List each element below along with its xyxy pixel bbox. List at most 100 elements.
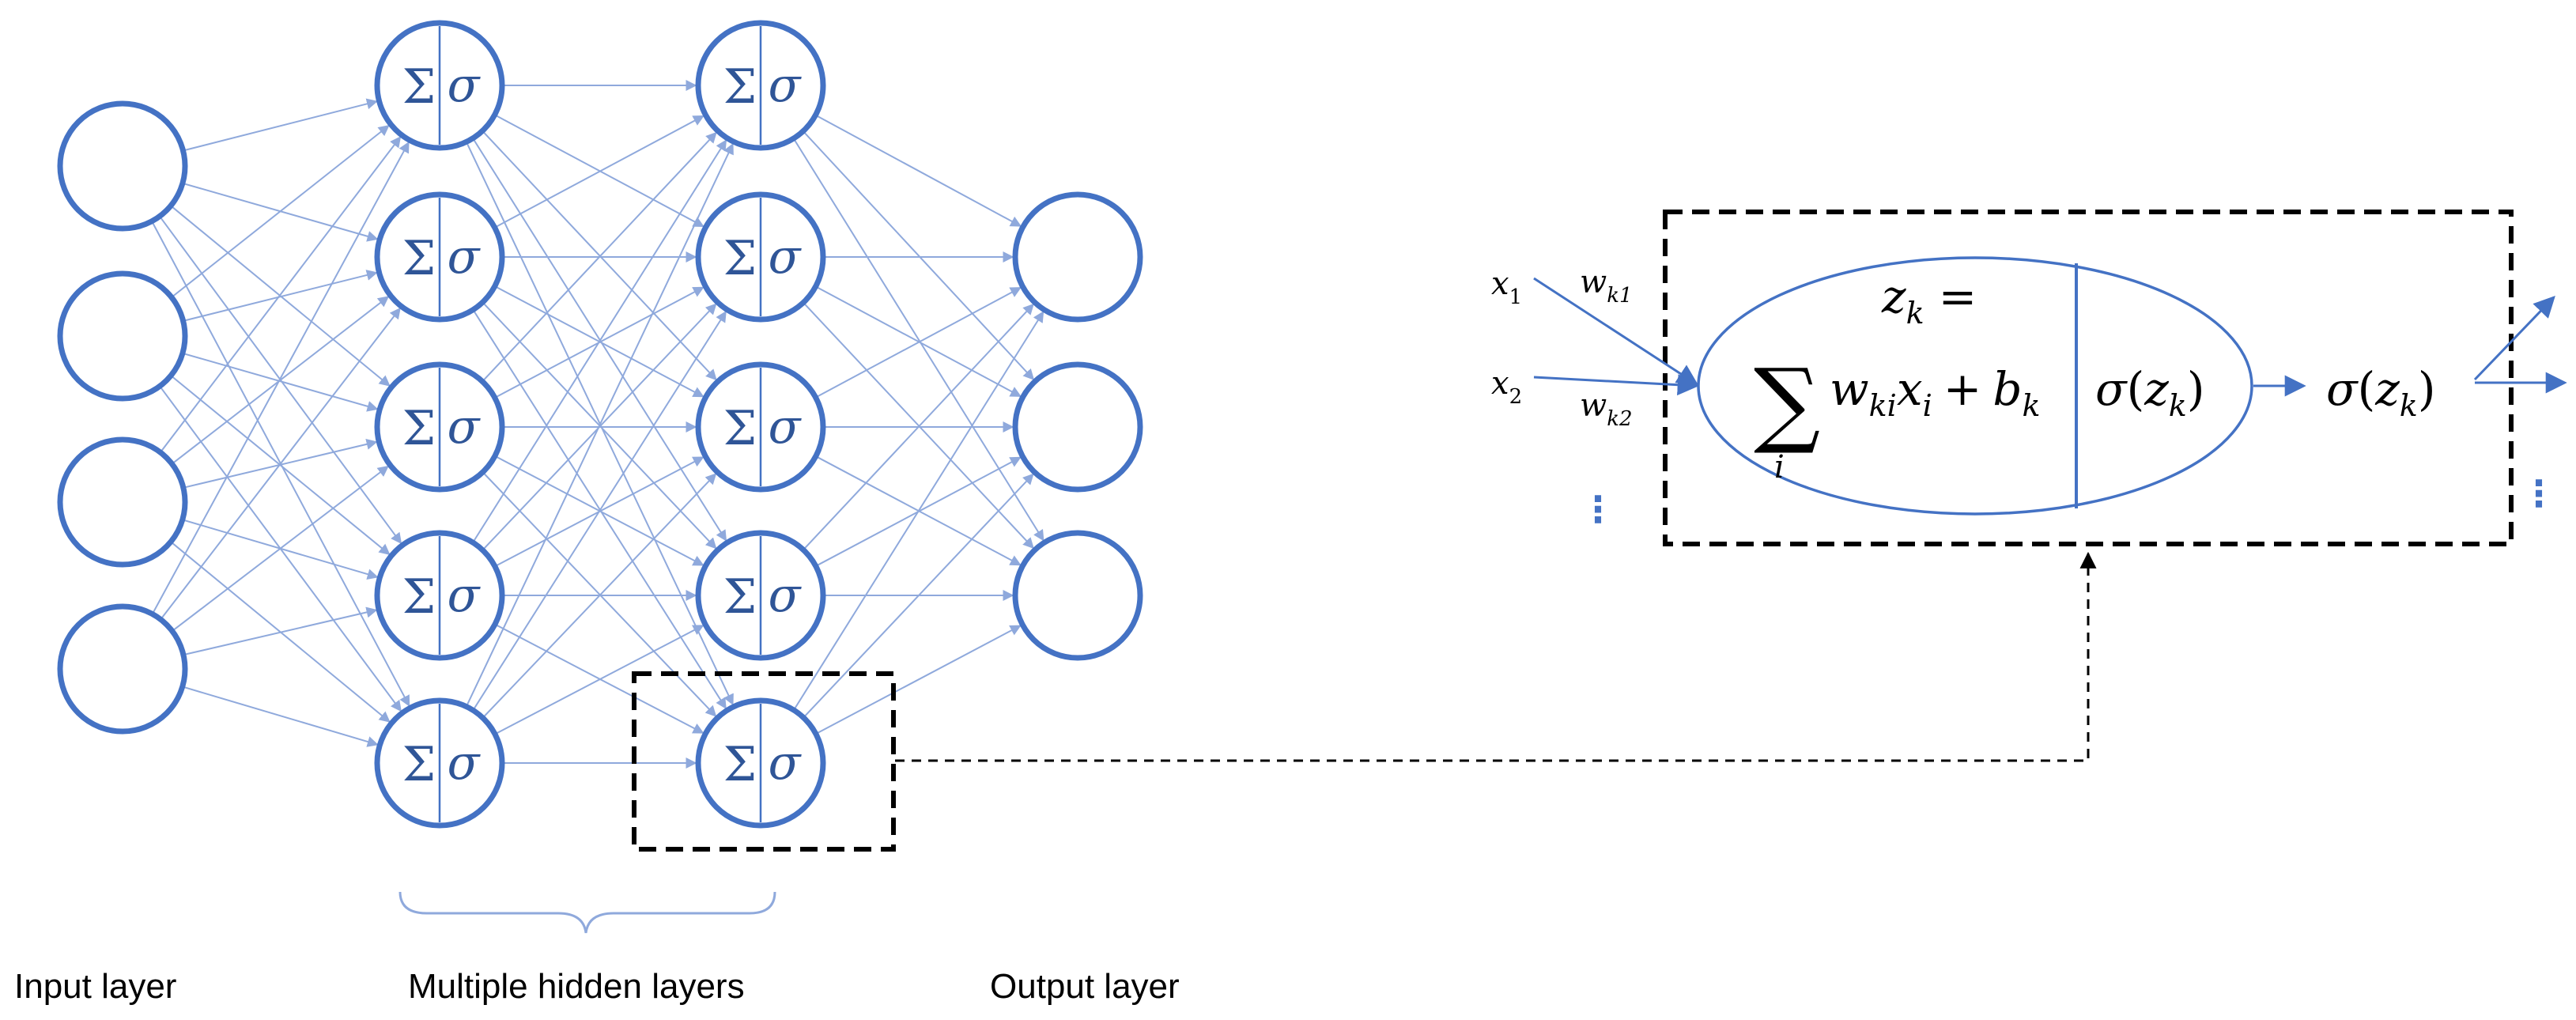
connection-edge <box>803 301 1034 550</box>
input-1-label: x1 <box>1491 266 1522 309</box>
connection-edge <box>172 465 389 632</box>
connection-edge <box>183 270 378 322</box>
neuron-detail-ellipse <box>1697 256 2253 516</box>
input-neuron-2 <box>57 270 188 402</box>
connection-edge <box>183 606 378 656</box>
connection-edge <box>160 136 402 453</box>
connection-edge <box>472 309 727 709</box>
input-neuron-3 <box>57 436 188 568</box>
input-2-label: x2 <box>1491 365 1522 409</box>
network-connections <box>151 80 1044 769</box>
input-neuron-4 <box>57 603 188 735</box>
connection-edge <box>160 307 401 621</box>
connection-edge <box>815 114 1022 227</box>
activation-symbol: σ <box>769 735 803 791</box>
activation-symbol: σ <box>769 58 803 113</box>
activation-symbol: σ <box>448 568 482 623</box>
connection-edge <box>171 124 390 298</box>
input-ellipsis: ⋮ <box>1580 488 1616 531</box>
sum-symbol: Σ <box>723 569 757 625</box>
connection-edge <box>482 131 717 383</box>
activation-symbol: σ <box>448 399 482 455</box>
connection-edge <box>815 285 1022 398</box>
connection-edge <box>803 303 1034 551</box>
output-neuron-1 <box>1012 191 1143 323</box>
output-value-expression: σ(zk) <box>2326 362 2435 423</box>
connection-edge <box>494 623 704 734</box>
input-1-arrow <box>1533 277 1699 386</box>
output-neuron-2 <box>1012 361 1143 493</box>
sum-symbol: Σ <box>723 401 757 456</box>
weighted-sum-expression: wkixi+bk <box>1830 362 2041 423</box>
neuron-circle <box>57 100 188 232</box>
hidden-layers-label: Multiple hidden layers <box>408 967 745 1006</box>
connection-edge <box>482 130 717 381</box>
weight-1-label: wk1 <box>1580 264 1633 308</box>
connection-edge <box>472 311 727 711</box>
connection-edge <box>472 139 727 543</box>
neuron-circle <box>1012 191 1143 323</box>
input-neuron-1 <box>57 100 188 232</box>
sum-symbol: Σ <box>402 737 436 792</box>
connection-edge <box>151 141 410 615</box>
connection-edge <box>465 142 734 708</box>
activation-expression: σ(zk) <box>2095 362 2204 423</box>
activation-symbol: σ <box>448 735 482 791</box>
hidden-layers-brace <box>398 891 776 934</box>
weight-2-label: wk2 <box>1580 387 1633 431</box>
activation-symbol: σ <box>769 229 803 285</box>
connection-edge <box>183 98 378 152</box>
connection-edge <box>482 473 717 719</box>
output-ellipsis: ⋮ <box>2521 472 2557 515</box>
summation-symbol: ∑ <box>1754 348 1820 457</box>
neuron-detail-box <box>1663 210 2514 546</box>
sum-symbol: Σ <box>723 59 757 115</box>
connection-edge <box>182 686 379 747</box>
activation-symbol: σ <box>448 58 482 113</box>
connection-edge <box>793 311 1044 711</box>
neuron-circle <box>1012 530 1143 661</box>
neuron-circle <box>1012 361 1143 493</box>
input-layer-label: Input layer <box>14 967 176 1006</box>
sum-symbol: Σ <box>402 231 436 286</box>
connection-edge <box>494 114 704 228</box>
connection-edge <box>815 286 1022 399</box>
activation-symbol: σ <box>769 568 803 623</box>
sum-symbol: Σ <box>402 401 436 456</box>
connection-edge <box>494 625 704 735</box>
summation-index: i <box>1774 449 1785 485</box>
sum-symbol: Σ <box>723 231 757 286</box>
connection-edge <box>465 141 734 706</box>
sum-symbol: Σ <box>402 59 436 115</box>
input-2-arrow <box>1533 374 1699 396</box>
output-layer-label: Output layer <box>990 967 1180 1006</box>
activation-symbol: σ <box>448 229 482 285</box>
output-arrow-up <box>2473 296 2555 381</box>
connection-edge <box>815 625 1022 735</box>
connection-edge <box>494 115 704 229</box>
connection-edge <box>803 473 1034 719</box>
detail-connector <box>895 551 2097 762</box>
connection-edge <box>792 138 1044 542</box>
sum-symbol: Σ <box>723 737 757 792</box>
output-neuron-3 <box>1012 530 1143 661</box>
selected-neuron-box <box>632 671 896 852</box>
connection-edge <box>472 138 727 542</box>
sum-symbol: Σ <box>402 569 436 625</box>
neuron-circle <box>57 436 188 568</box>
neuron-circle <box>57 603 188 735</box>
z-definition: zk= <box>1881 270 1977 331</box>
neuron-circle <box>57 270 188 402</box>
